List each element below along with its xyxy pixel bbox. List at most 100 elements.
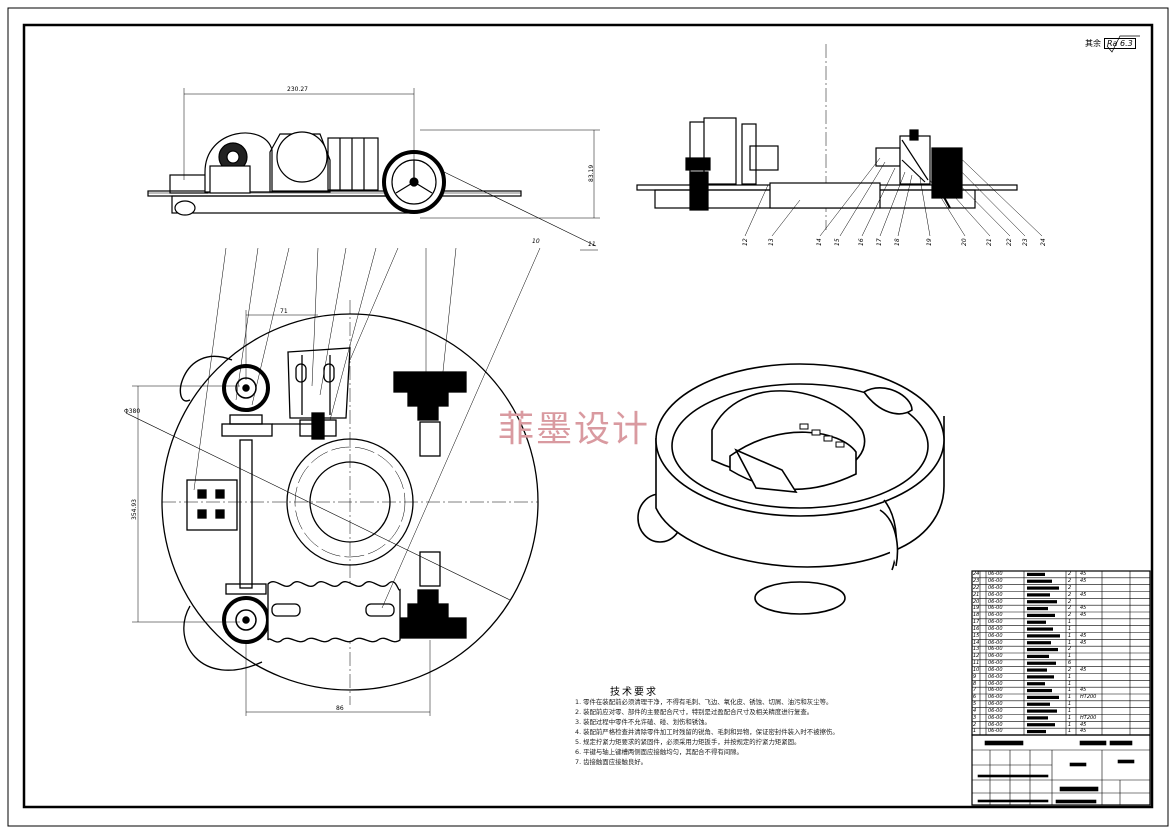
roughness-symbol [1106, 35, 1140, 53]
dim-plan-width: 86 [336, 705, 344, 712]
bom-cell-mat: 45 [1080, 605, 1087, 612]
bom-cell-mat: 45 [1080, 666, 1087, 673]
section-callout: 24 [1040, 238, 1047, 246]
bom-cell-code: 06-00 [988, 673, 1003, 680]
bom-name-redacted [1027, 682, 1045, 686]
bom-cell-code: 06-00 [988, 666, 1003, 673]
bom-name-redacted [1027, 586, 1059, 590]
bom-cell-qty: 2 [1068, 666, 1072, 673]
bom-cell-no: 9 [973, 673, 977, 680]
bom-cell-no: 16 [973, 625, 980, 632]
outer-border [7, 7, 1169, 827]
bom-cell-no: 13 [973, 646, 980, 653]
bom-cell-no: 6 [973, 694, 977, 701]
technical-requirements-title: 技术要求 [610, 687, 658, 698]
tech-note-4: 4. 装配前严格检查并清除零件加工时残留的锐角、毛刺和异物，保证密封件装入时不被… [575, 728, 839, 736]
section-callout: 23 [1022, 238, 1029, 246]
bom-cell-no: 8 [973, 680, 977, 687]
bom-cell-no: 18 [973, 612, 980, 619]
section-callout: 17 [876, 238, 883, 246]
bom-name-redacted [1027, 661, 1056, 665]
bom-cell-qty: 2 [1068, 612, 1072, 619]
bom-cell-code: 06-00 [988, 707, 1003, 714]
bom-name-redacted [1027, 579, 1052, 583]
bom-name-redacted [1027, 593, 1050, 597]
bom-cell-code: 06-00 [988, 584, 1003, 591]
bom-name-redacted [1027, 634, 1060, 638]
bom-name-redacted [1027, 654, 1049, 658]
tech-note-5: 5. 规定拧紧力矩要求的紧固件，必须采用力矩扳手，并按规定的拧紧力矩紧固。 [575, 738, 801, 746]
section-callout: 22 [1006, 238, 1013, 246]
section-callout: 13 [768, 238, 775, 246]
bom-cell-mat: 45 [1080, 578, 1087, 585]
section-callout: 12 [742, 238, 749, 246]
bom-cell-code: 06-00 [988, 646, 1003, 653]
bom-cell-code: 06-00 [988, 619, 1003, 626]
section-view [636, 44, 1018, 230]
bom-cell-qty: 2 [1068, 584, 1072, 591]
watermark: 菲墨设计 [498, 409, 651, 450]
roughness-value: Ra 6.3 [1104, 38, 1136, 49]
bom-name-redacted [1027, 709, 1057, 713]
bom-cell-code: 06-00 [988, 694, 1003, 701]
inner-border [22, 23, 1154, 809]
bom-cell-code: 06-00 [988, 612, 1003, 619]
dim-plan-height: 354.93 [131, 499, 138, 520]
bom-cell-qty: 1 [1068, 707, 1072, 714]
section-callout: 19 [926, 238, 933, 246]
section-callout: 21 [986, 238, 993, 246]
tech-note-7: 7. 齿接触面应接触良好。 [575, 758, 648, 766]
bom-cell-qty: 1 [1068, 680, 1072, 687]
bom-cell-qty: 6 [1068, 660, 1072, 667]
tech-note-1: 1. 零件在装配前必须清理干净，不得有毛刺、飞边、氧化皮、锈蚀、切屑、油污和灰尘… [575, 698, 833, 706]
bom-cell-code: 06-00 [988, 687, 1003, 694]
dim-top-height: 83.19 [588, 164, 595, 182]
bom-cell-code: 06-00 [988, 721, 1003, 728]
dim-plan-top: 71 [280, 308, 288, 315]
tech-note-2: 2. 装配前应对零、部件的主要配合尺寸，特别是过盈配合尺寸及相关精度进行复查。 [575, 708, 814, 716]
bom-cell-mat: 45 [1080, 571, 1087, 578]
bom-cell-mat: 45 [1080, 591, 1087, 598]
bom-cell-mat: HT200 [1080, 714, 1097, 721]
bom-cell-no: 3 [973, 714, 977, 721]
bom-cell-qty: 1 [1068, 632, 1072, 639]
bom-cell-qty: 2 [1068, 598, 1072, 605]
bom-cell-qty: 2 [1068, 605, 1072, 612]
bom-cell-code: 06-00 [988, 680, 1003, 687]
bom-cell-no: 5 [973, 701, 977, 708]
bom-cell-qty: 1 [1068, 673, 1072, 680]
bom-cell-qty: 1 [1068, 687, 1072, 694]
bom-cell-code: 06-00 [988, 571, 1003, 578]
bom-cell-mat: HT200 [1080, 694, 1097, 701]
bom-cell-qty: 1 [1068, 639, 1072, 646]
bom-cell-code: 06-00 [988, 578, 1003, 585]
bom-cell-mat: 45 [1080, 721, 1087, 728]
bom-cell-no: 21 [973, 591, 980, 598]
bom-cell-qty: 1 [1068, 701, 1072, 708]
bom-cell-no: 15 [973, 632, 980, 639]
bom-cell-no: 17 [973, 619, 980, 626]
bom-cell-qty: 1 [1068, 694, 1072, 701]
tech-note-3: 3. 装配过程中零件不允许磕、碰、划伤和锈蚀。 [575, 718, 711, 726]
tech-note-6: 6. 平键与轴上键槽两侧面应接触均匀，其配合不得有间隙。 [575, 748, 743, 756]
bom-name-redacted [1027, 613, 1055, 617]
section-callout: 15 [834, 238, 841, 246]
bom-cell-code: 06-00 [988, 598, 1003, 605]
section-callout: 18 [894, 238, 901, 246]
bom-cell-no: 4 [973, 707, 977, 714]
bom-cell-no: 12 [973, 653, 980, 660]
bom-name-redacted [1027, 641, 1051, 645]
section-leaders [744, 147, 1043, 237]
callout-side: 11 [588, 241, 596, 248]
bom-cell-qty: 1 [1068, 619, 1072, 626]
bom-cell-code: 06-00 [988, 701, 1003, 708]
bom-cell-code: 06-00 [988, 625, 1003, 632]
bom-name-redacted [1027, 647, 1058, 652]
bom-name-redacted [1027, 572, 1045, 576]
bom-cell-qty: 2 [1068, 578, 1072, 585]
bom-cell-mat: 45 [1080, 687, 1087, 694]
section-callout: 14 [816, 238, 823, 246]
